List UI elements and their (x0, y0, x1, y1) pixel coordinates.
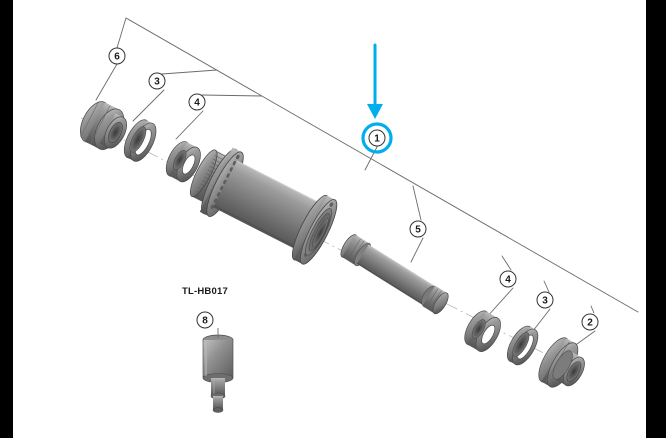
callout-number: 3 (542, 296, 548, 307)
leader-spine (125, 17, 639, 313)
callout-number: 8 (202, 316, 208, 327)
leader-drop-3-left (161, 69, 218, 75)
leader-drop-4-right (501, 255, 512, 271)
arrow-head (367, 104, 383, 119)
leader-to-part-4-left (175, 110, 204, 140)
callout-number: 4 (505, 275, 511, 286)
callout-highlight-ring (361, 122, 393, 154)
callout-circle (536, 291, 554, 309)
callout-circle (196, 311, 214, 329)
leader-to-part-3-left (132, 89, 165, 122)
part-hub-shell (189, 147, 338, 265)
part-right-end-cap (538, 337, 585, 388)
part-left-bearing (165, 141, 201, 183)
callout-circle (108, 47, 126, 65)
part-right-seal-ring (506, 325, 539, 366)
leader-to-part-5 (410, 237, 424, 263)
callout-2[interactable]: 2 (581, 313, 599, 331)
callout-number: 2 (587, 318, 593, 329)
callout-number: 3 (154, 77, 160, 88)
callout-number: 6 (114, 52, 120, 63)
callout-circle (148, 72, 166, 90)
leader-to-part-1 (364, 144, 379, 171)
callout-3-right[interactable]: 3 (536, 291, 554, 309)
letterbox-left (0, 0, 13, 438)
callout-3-left[interactable]: 3 (148, 72, 166, 90)
part-bearing-tool (202, 334, 234, 413)
leader-drop-3-right (543, 280, 550, 293)
part-axle (340, 234, 449, 315)
callout-1[interactable]: 1 (361, 122, 393, 154)
tool-part-number-label: TL-HB017 (182, 286, 228, 297)
callout-8[interactable]: 8 (196, 311, 214, 329)
callout-circle (581, 313, 599, 331)
callout-number: 1 (374, 134, 380, 145)
callout-number: 5 (415, 225, 421, 236)
callout-circle (409, 220, 427, 238)
leader-drop-6 (116, 17, 127, 49)
callout-5[interactable]: 5 (409, 220, 427, 238)
leader-drop-2 (590, 305, 595, 314)
leader-lines (95, 17, 639, 353)
leader-to-part-4-right (485, 287, 514, 319)
blue-pointer-arrow (367, 43, 383, 119)
callout-circle (188, 93, 206, 111)
leader-drop-4-left (201, 94, 263, 97)
callout-circle (368, 129, 386, 147)
leader-to-part-6 (95, 63, 118, 101)
part-right-bearing (464, 310, 501, 352)
part-left-seal-ring (123, 119, 157, 162)
callout-number: 4 (194, 98, 200, 109)
callout-circle (499, 270, 517, 288)
letterbox-right (646, 0, 666, 438)
callout-layer: 1 2 3 4 5 4 3 6 8 (108, 47, 599, 331)
callout-6[interactable]: 6 (108, 47, 126, 65)
diagram-canvas: 1 2 3 4 5 4 3 6 8 TL-HB017 (13, 0, 646, 438)
part-left-end-cap (80, 101, 127, 150)
diagram-svg: 1 2 3 4 5 4 3 6 8 (80, 17, 639, 413)
leader-drop-5 (412, 185, 422, 221)
callout-4-right[interactable]: 4 (499, 270, 517, 288)
callout-4-left[interactable]: 4 (188, 93, 206, 111)
